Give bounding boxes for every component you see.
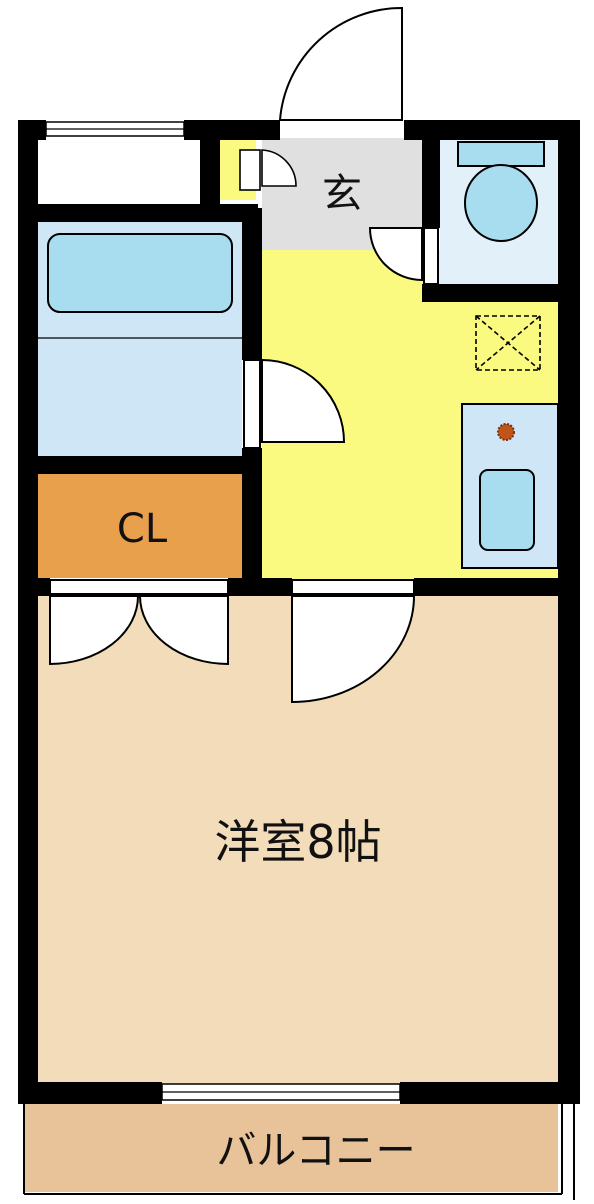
washroom-floor	[36, 338, 242, 456]
stove-burner-icon	[497, 423, 515, 441]
bathtub-icon	[47, 233, 233, 313]
washer-space-icon	[475, 315, 541, 371]
balcony-label: バルコニー	[216, 1128, 415, 1174]
closet-floor	[36, 474, 242, 578]
toilet-icon	[457, 141, 545, 242]
balcony-floor	[24, 1104, 558, 1192]
toilet-door	[368, 227, 439, 285]
kitchen-counter	[461, 403, 559, 569]
main-room-label: 洋室8帖	[214, 815, 381, 869]
entrance-label: 玄	[322, 171, 362, 217]
storage-top-left	[36, 138, 200, 204]
window-top	[45, 121, 185, 137]
walls	[18, 120, 580, 1104]
shoe-cabinet-door	[239, 149, 297, 191]
bathroom-door	[243, 358, 346, 449]
sink-icon	[479, 469, 535, 551]
window-balcony	[161, 1083, 401, 1101]
closet-label: CL	[117, 506, 168, 552]
balcony-railing	[23, 1104, 575, 1200]
main-room-door	[291, 579, 416, 704]
closet-doors	[49, 579, 229, 666]
entrance-door	[278, 6, 403, 121]
